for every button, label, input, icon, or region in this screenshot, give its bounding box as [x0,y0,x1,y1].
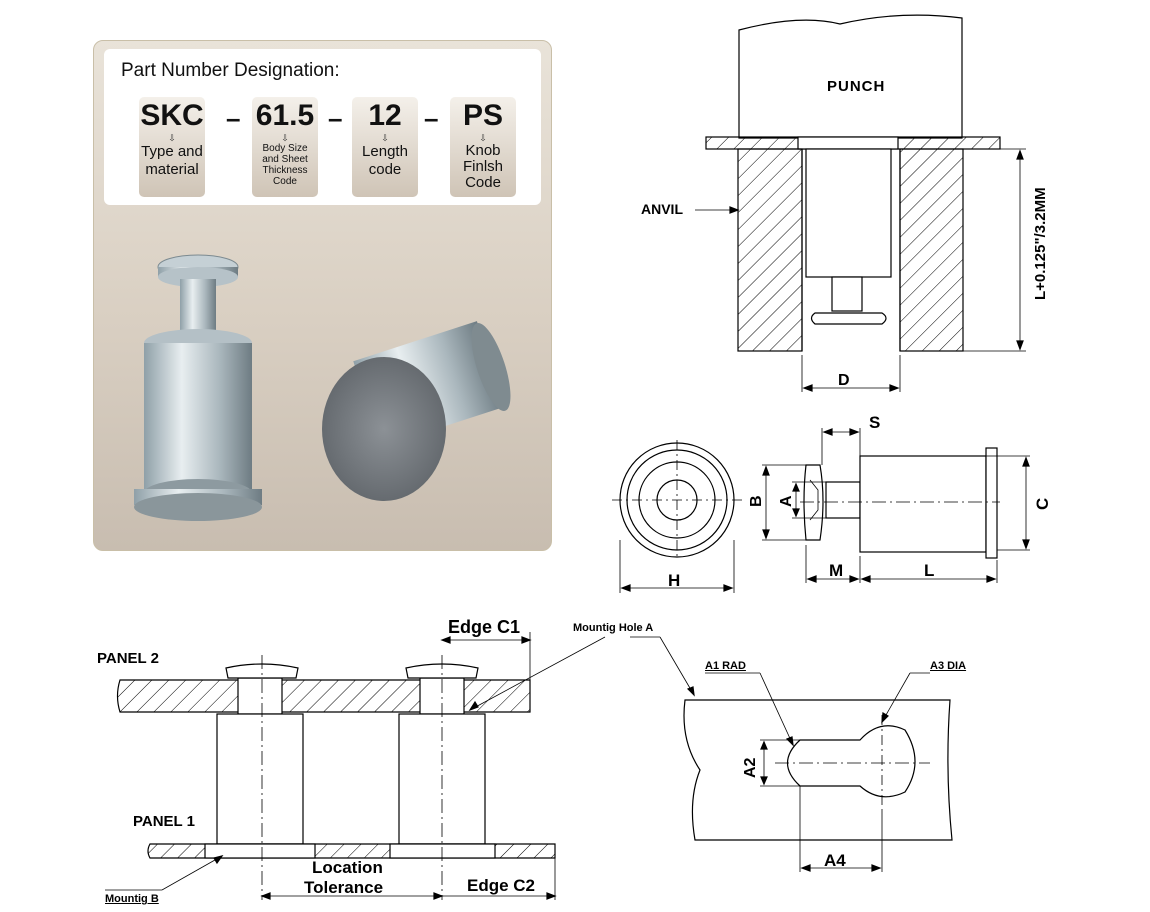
a1-rad-label: A1 RAD [705,660,746,672]
designation-title: Part Number Designation: [121,60,340,81]
code-knob-desc: Knob Finlsh Code [462,142,503,191]
mounting-b-label: Mountig B [105,893,159,905]
separator: – [226,103,241,133]
separator: – [328,103,343,133]
side-view-knob [803,464,824,541]
punch-body [738,14,963,139]
post-left [216,713,304,845]
hole-view [630,636,953,872]
keyhole [786,725,916,798]
dim-b-label: B [748,495,765,507]
dim-l-label: L [924,561,935,580]
panel-2-label: PANEL 2 [97,650,159,667]
tolerance-label: Tolerance [304,878,384,897]
code-tile-knob: PS ⇩ Knob Finlsh Code [450,97,516,197]
down-arrow-icon: ⇩ [479,133,487,143]
designation-box: Part Number Designation: SKC ⇩ Type and … [104,49,541,205]
edge-c2-label: Edge C2 [467,876,536,895]
a3-dia-label: A3 DIA [930,660,967,672]
code-size-desc: Body Size and Sheet Thickness Code [262,143,308,187]
stud-body [805,148,892,278]
code-length: 12 [368,99,402,132]
anvil-label: ANVIL [641,201,683,217]
panel-2 [116,679,531,713]
dim-s-label: S [869,413,881,432]
a4-label: A4 [824,851,846,870]
down-arrow-icon: ⇩ [281,133,289,143]
location-label: Location [312,858,383,877]
code-tile-size: 61.5 ⇩ Body Size and Sheet Thickness Cod… [252,97,318,197]
a2-label: A2 [742,757,759,778]
code-tile-length: 12 ⇩ Length code [352,97,418,197]
code-tile-type: SKC ⇩ Type and material [139,97,205,197]
dim-length-label: L+0.125"/3.2MM [1032,187,1049,300]
edge-c1-label: Edge C1 [448,617,521,637]
dim-m-label: M [829,561,844,580]
dim-h-label: H [668,571,681,590]
dimension-view [612,428,1030,593]
install-view [695,14,1026,392]
dim-a-label: A [778,495,795,507]
code-size: 61.5 [255,99,315,132]
mounting-hole-a-label: Mountig Hole A [573,622,654,634]
down-arrow-icon: ⇩ [168,133,176,143]
panel-view [105,632,606,900]
code-type-desc: Type and material [141,143,203,178]
panel-1-label: PANEL 1 [133,813,195,830]
code-type: SKC [140,99,204,132]
anvil-left [737,148,803,352]
code-length-desc: Length code [362,143,408,178]
product-photo [134,254,511,521]
dim-d-label: D [838,372,850,389]
side-view-body [859,455,987,553]
dim-c-label: C [1033,497,1052,510]
punch-label: PUNCH [827,78,886,95]
product-panel: Part Number Designation: SKC ⇩ Type and … [93,40,552,551]
separator: – [424,103,439,133]
anvil-right [899,148,964,352]
down-arrow-icon: ⇩ [381,133,389,143]
code-knob: PS [462,99,504,132]
